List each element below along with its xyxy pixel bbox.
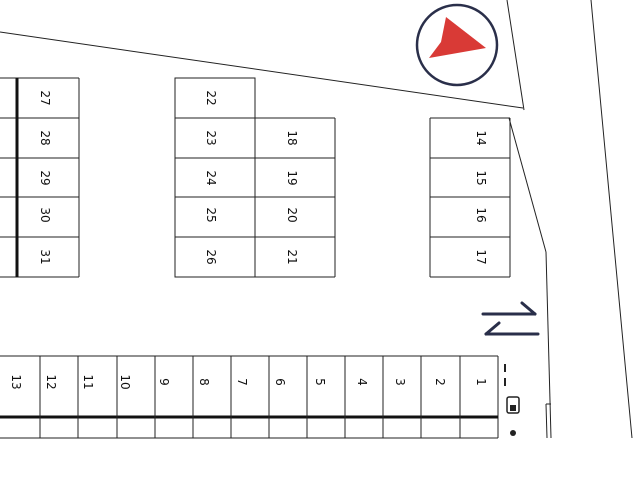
stall-number-20: 20 [285, 207, 299, 222]
stall-number-26: 26 [204, 249, 218, 264]
stall-number-8: 8 [197, 378, 211, 386]
stall-number-12: 12 [44, 374, 58, 389]
property-boundary [0, 0, 633, 439]
stall-number-3: 3 [393, 378, 407, 386]
stall-number-9: 9 [157, 378, 171, 386]
stall-number-23: 23 [204, 130, 218, 145]
stall-group-bottom [0, 355, 499, 439]
stall-group-center-left [174, 77, 256, 278]
stall-group-right [429, 117, 511, 278]
stall-number-4: 4 [355, 378, 369, 386]
stall-number-27: 27 [38, 90, 52, 105]
stall-number-31: 31 [38, 249, 52, 264]
north-arrow-icon [415, 3, 499, 87]
stall-number-25: 25 [204, 207, 218, 222]
post-icon [510, 430, 516, 436]
stall-group-center-right [255, 117, 336, 278]
stall-number-28: 28 [38, 130, 52, 145]
stall-number-13: 13 [9, 374, 23, 389]
stall-number-21: 21 [285, 249, 299, 264]
stall-number-30: 30 [38, 207, 52, 222]
stall-number-17: 17 [474, 249, 488, 264]
stall-number-15: 15 [474, 170, 488, 185]
stall-number-2: 2 [433, 378, 447, 386]
stall-number-14: 14 [474, 130, 488, 145]
stall-number-19: 19 [285, 170, 299, 185]
two-way-traffic-icon [481, 301, 540, 336]
stall-number-18: 18 [285, 130, 299, 145]
stall-number-1: 1 [474, 378, 488, 386]
stall-number-24: 24 [204, 170, 218, 185]
stall-number-11: 11 [81, 374, 95, 389]
stall-number-7: 7 [235, 378, 249, 386]
stall-group-left [0, 77, 80, 278]
stall-number-10: 10 [118, 374, 132, 389]
stall-number-6: 6 [273, 378, 287, 386]
stall-number-16: 16 [474, 207, 488, 222]
stall-number-22: 22 [204, 90, 218, 105]
stall-number-29: 29 [38, 170, 52, 185]
entrance-fixtures [504, 364, 520, 436]
stall-number-5: 5 [313, 378, 327, 386]
